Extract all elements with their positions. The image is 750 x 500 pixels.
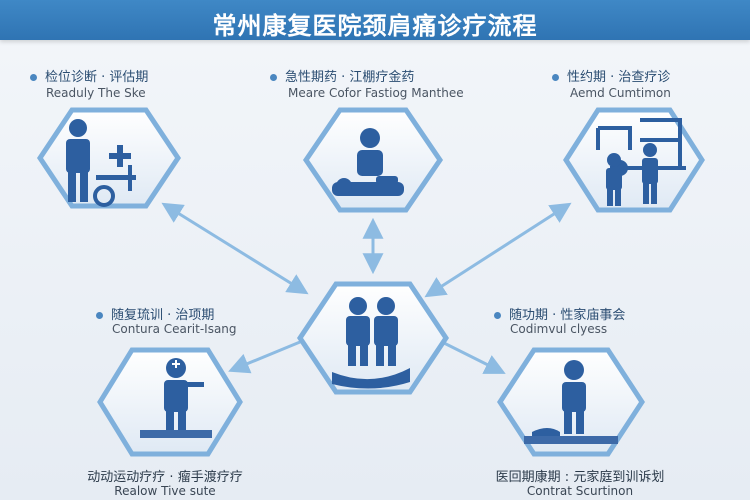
bullet-icon (30, 74, 37, 81)
rehab-equipment-icon (596, 118, 686, 176)
kneeling-patient-icon (524, 360, 618, 444)
hexagon-top-center (302, 107, 444, 213)
rehab-person-icon (606, 143, 658, 206)
stage-top-right-subtitle: Aemd Cumtimon (570, 86, 671, 100)
stage-top-left-title: 检位诊断 · 评估期 (30, 66, 148, 85)
bullet-icon (96, 312, 103, 319)
bullet-icon (552, 74, 559, 81)
stage-top-left-title-text: 检位诊断 · 评估期 (45, 70, 149, 85)
bottom-left-title: 动动运动疗疗 · 瘤手渡疗疗 (87, 470, 243, 485)
arrow-center-top-right (424, 202, 572, 298)
stage-top-center-title-text: 急性期药 · 江棚疗金药 (285, 70, 415, 85)
stage-top-right-title-text: 性约期 · 治查疗诊 (567, 70, 671, 85)
bullet-icon (494, 312, 501, 319)
hexagon-middle-right (497, 347, 645, 457)
doctor-with-wheelchair-icon (66, 119, 136, 207)
stage-top-center-title: 急性期药 · 江棚疗金药 (270, 66, 414, 85)
connector-arrows (161, 202, 572, 374)
arrow-center-bottom-right (441, 340, 506, 374)
stage-middle-left-subtitle: Contura Cearit-Isang (112, 322, 237, 336)
exercise-trainer-icon (140, 358, 212, 438)
bottom-right-subtitle: Contrat Scurtinon (526, 484, 634, 498)
stage-top-right-title: 性约期 · 治查疗诊 (552, 66, 670, 85)
hexagon-top-right (563, 107, 705, 213)
hexagon-top-left (36, 107, 182, 209)
two-people-care-icon (332, 297, 410, 389)
hexagon-center (296, 281, 450, 395)
therapist-massage-icon (332, 128, 404, 196)
hexagon-middle-left (97, 347, 243, 457)
bottom-left-subtitle: Realow Tive sute (114, 484, 216, 498)
bottom-right-title: 医回期康期 : 元家庭到训诉划 (495, 470, 665, 485)
stage-top-left-subtitle: Readuly The Ske (46, 86, 146, 100)
arrow-center-bottom-left (228, 340, 301, 374)
title-bar: 常州康复医院颈肩痛诊疗流程 (0, 0, 750, 40)
stage-top-center-subtitle: Meare Cofor Fastiog Manthee (288, 86, 464, 100)
page-title: 常州康复医院颈肩痛诊疗流程 (212, 12, 538, 40)
stage-middle-right-title-text: 随功期 · 性家庙事会 (509, 308, 626, 323)
stage-middle-right-subtitle: Codimvul clyess (510, 322, 608, 336)
stage-middle-left-title-text: 随复琉训 · 治项期 (111, 308, 215, 323)
arrow-center-top-left (161, 202, 309, 295)
bullet-icon (270, 74, 277, 81)
stage-middle-right-title: 随功期 · 性家庙事会 (494, 304, 625, 323)
stage-middle-left-title: 随复琉训 · 治项期 (96, 304, 214, 323)
